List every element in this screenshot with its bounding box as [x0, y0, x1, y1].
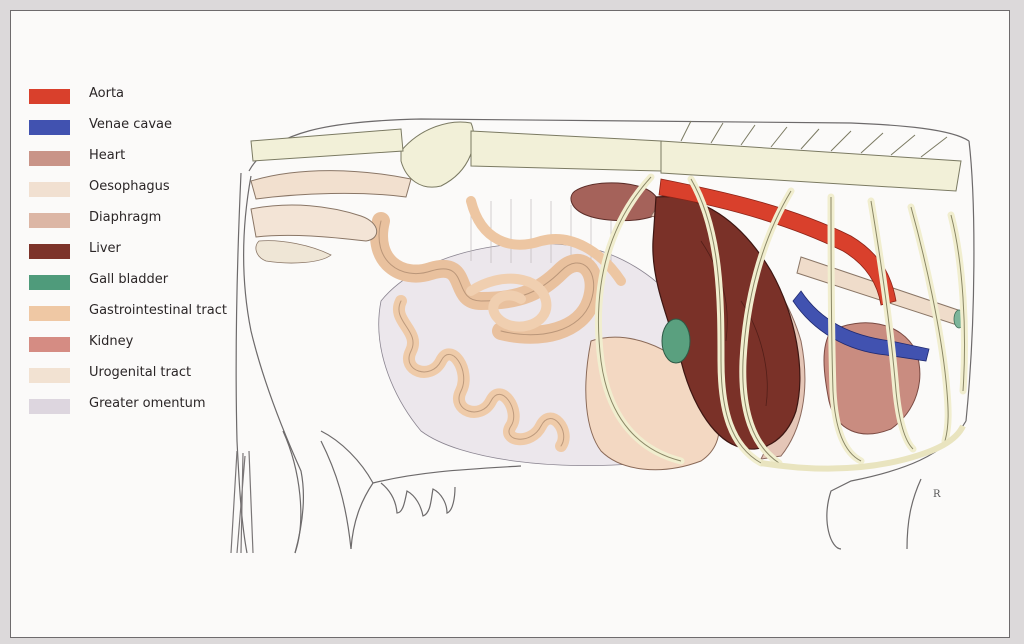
legend-swatch-greater-omentum — [29, 399, 70, 414]
legend-item-kidney: Kidney — [29, 333, 249, 364]
duodenum — [466, 196, 626, 286]
rib-outline — [598, 176, 682, 462]
legend-label-greater-omentum: Greater omentum — [89, 396, 206, 411]
legend-item-diaphragm: Diaphragm — [29, 209, 249, 240]
legend-item-venae-cavae: Venae cavae — [29, 116, 249, 147]
tail-switch — [230, 450, 254, 554]
legend-label-gastrointestinal-tract: Gastrointestinal tract — [89, 303, 227, 318]
legend-label-aorta: Aorta — [89, 86, 125, 101]
rib — [947, 211, 968, 395]
legend-label-kidney: Kidney — [89, 334, 134, 349]
spinous-processes — [680, 120, 948, 158]
sacrum — [400, 121, 475, 188]
illustration-plate: Aorta Venae cavae Heart Oesophagus Diaph… — [10, 10, 1010, 638]
legend-swatch-urogenital-tract — [29, 368, 70, 383]
small-intestine-outline — [398, 300, 565, 447]
legend-item-urogenital-tract: Urogenital tract — [29, 364, 249, 395]
legend-label-heart: Heart — [89, 148, 126, 163]
rib-outline — [742, 190, 792, 464]
rib-outline — [870, 200, 914, 450]
tail-vertebrae — [250, 128, 404, 162]
intestines — [370, 196, 626, 452]
legend-swatch-aorta — [29, 89, 70, 104]
vagina — [250, 204, 378, 242]
legend-swatch-kidney — [29, 337, 70, 352]
aorta — [658, 178, 897, 306]
sternum — [760, 424, 966, 472]
legend-swatch-diaphragm — [29, 213, 70, 228]
urogenital-tract — [250, 170, 412, 264]
vertebral-column — [250, 120, 962, 192]
rib-outline — [830, 196, 862, 462]
artist-signature: R — [933, 489, 941, 500]
vena-cava — [792, 290, 930, 362]
legend-label-liver: Liver — [89, 241, 121, 256]
kidney — [570, 182, 660, 222]
colour-legend: Aorta Venae cavae Heart Oesophagus Diaph… — [29, 85, 249, 426]
coiled-colon — [466, 273, 552, 332]
legend-swatch-oesophagus — [29, 182, 70, 197]
legend-item-gall-bladder: Gall bladder — [29, 271, 249, 302]
bladder — [255, 240, 332, 264]
legend-item-liver: Liver — [29, 240, 249, 271]
udder — [380, 482, 456, 517]
legend-item-aorta: Aorta — [29, 85, 249, 116]
rib-outlines — [598, 176, 965, 464]
legend-item-oesophagus: Oesophagus — [29, 178, 249, 209]
body-outline — [230, 118, 975, 554]
body-contour — [242, 118, 975, 554]
lumbar-vertebrae — [470, 130, 662, 172]
legend-label-diaphragm: Diaphragm — [89, 210, 162, 225]
hind-leg — [282, 430, 352, 554]
legend-swatch-gastrointestinal-tract — [29, 306, 70, 321]
rib-outline — [910, 206, 949, 442]
rectum — [250, 170, 412, 200]
legend-label-venae-cavae: Venae cavae — [89, 117, 172, 132]
legend-label-oesophagus: Oesophagus — [89, 179, 170, 194]
legend-item-gastrointestinal-tract: Gastrointestinal tract — [29, 302, 249, 333]
gall-bladder — [661, 318, 691, 364]
legend-swatch-liver — [29, 244, 70, 259]
rib — [907, 203, 952, 445]
legend-swatch-heart — [29, 151, 70, 166]
legend-swatch-venae-cavae — [29, 120, 70, 135]
legend-item-greater-omentum: Greater omentum — [29, 395, 249, 426]
large-intestine-outline — [378, 220, 595, 336]
legend-item-heart: Heart — [29, 147, 249, 178]
legend-label-urogenital-tract: Urogenital tract — [89, 365, 192, 380]
legend-label-gall-bladder: Gall bladder — [89, 272, 169, 287]
rib-outline — [690, 178, 762, 464]
rib-outline — [950, 214, 965, 392]
thoracic-vertebrae — [660, 140, 962, 192]
legend-swatch-gall-bladder — [29, 275, 70, 290]
bovine-viscera-illustration: R — [230, 118, 975, 554]
